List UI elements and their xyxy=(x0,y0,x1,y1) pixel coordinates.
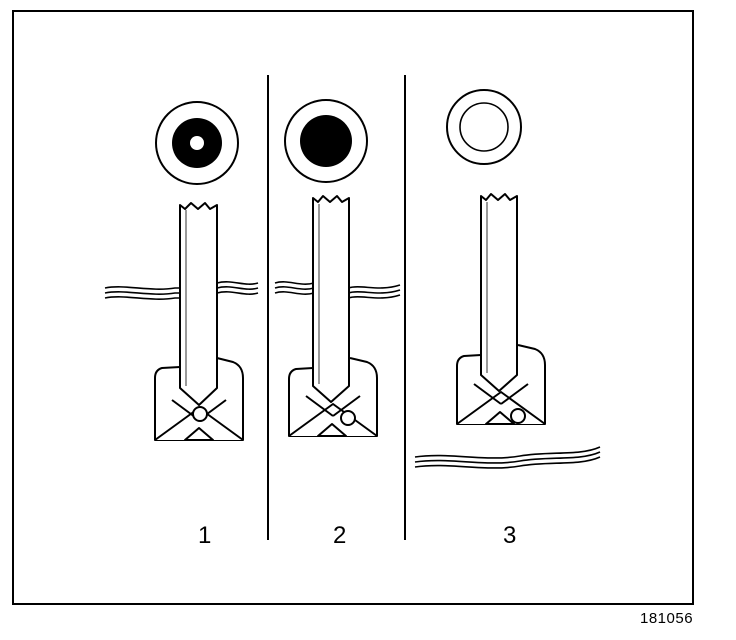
indicator-solid-dot-icon xyxy=(284,99,368,183)
water-surface-high xyxy=(274,281,401,299)
indicator-ring-with-center-icon xyxy=(155,101,239,185)
water-surface-low xyxy=(414,446,601,469)
indicator-stem xyxy=(179,202,218,406)
indicator-stem xyxy=(312,195,350,403)
float-shutter xyxy=(288,403,378,437)
panel-3: 3 xyxy=(414,89,601,549)
panel-label: 2 xyxy=(333,522,346,549)
panel-1: 1 xyxy=(104,101,259,549)
indicator-empty-ring-icon xyxy=(446,89,522,165)
indicator-stem xyxy=(480,193,518,392)
figure-number: 181056 xyxy=(640,610,694,627)
float-ball xyxy=(510,408,526,424)
float-ball xyxy=(340,410,356,426)
panel-label: 3 xyxy=(503,522,516,549)
panel-label: 1 xyxy=(198,522,211,549)
diagram-frame xyxy=(12,10,694,605)
float-ball xyxy=(192,406,208,422)
panel-2: 2 xyxy=(274,99,401,549)
water-surface-high xyxy=(104,281,259,300)
